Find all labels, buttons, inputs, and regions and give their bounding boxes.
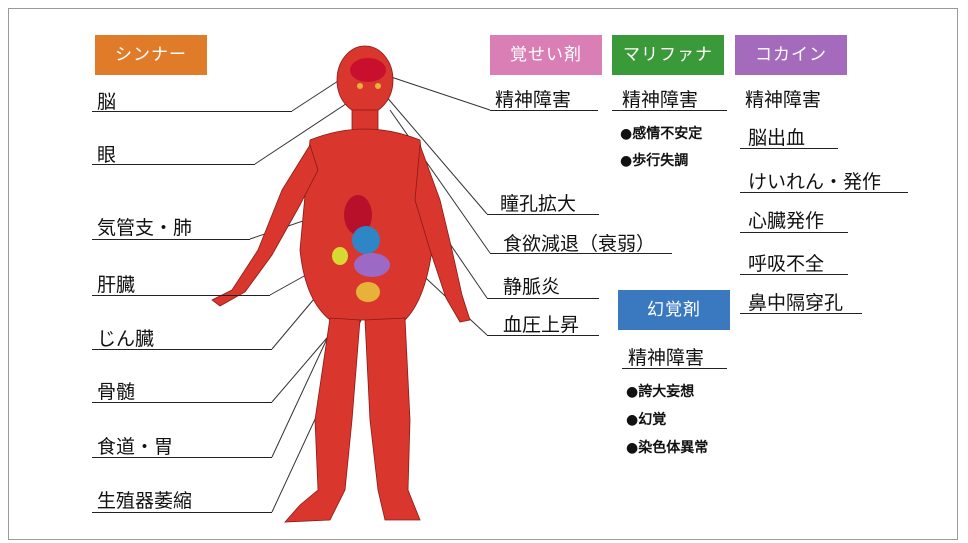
cocaine-effect-hemorrhage: 脳出血: [748, 127, 806, 149]
cocaine-effect-respiratory: 呼吸不全: [748, 253, 825, 275]
badge-cocaine: コカイン: [735, 35, 847, 75]
thinner-effect-liver: 肝臓: [97, 274, 136, 296]
marijuana-sub-emotion: ●感情不安定: [620, 126, 703, 142]
badge-hallucinogen: 幻覚剤: [618, 290, 730, 330]
cocaine-effect-septum: 鼻中隔穿孔: [748, 292, 844, 314]
marijuana-effect-mental: 精神障害: [622, 89, 699, 111]
thinner-effect-brain: 脳: [97, 91, 117, 113]
cocaine-effect-heart: 心臓発作: [748, 210, 825, 232]
thinner-effect-lung: 気管支・肺: [97, 217, 193, 239]
thinner-effect-kidney: じん臓: [97, 328, 155, 350]
badge-thinner: シンナー: [95, 35, 207, 75]
thinner-effect-stomach: 食道・胃: [97, 436, 174, 458]
stimulant-effect-bp: 血圧上昇: [503, 314, 580, 336]
diagram-frame: [8, 8, 958, 540]
lung-highlight: [344, 195, 372, 235]
badge-marijuana: マリファナ: [612, 35, 724, 75]
hallucinogen-effect-mental: 精神障害: [628, 347, 705, 369]
thinner-effect-genital: 生殖器萎縮: [97, 490, 193, 512]
intestine-highlight: [354, 253, 390, 277]
hallucinogen-sub-chromosome: ●染色体異常: [626, 440, 709, 456]
brain-highlight: [350, 58, 386, 82]
stimulant-effect-appetite: 食欲減退（衰弱）: [503, 233, 656, 255]
pelvis-highlight: [356, 282, 380, 302]
stimulant-effect-mental: 精神障害: [495, 89, 572, 111]
liver-highlight: [352, 226, 380, 254]
thinner-effect-marrow: 骨髄: [97, 381, 136, 403]
cocaine-effect-mental: 精神障害: [745, 89, 822, 111]
stimulant-effect-phlebitis: 静脈炎: [503, 276, 561, 298]
kidney-highlight: [332, 247, 348, 265]
hallucinogen-sub-grandiosity: ●誇大妄想: [626, 384, 695, 400]
hallucinogen-sub-hallucination: ●幻覚: [626, 412, 667, 428]
badge-stimulant: 覚せい剤: [490, 35, 602, 75]
human-figure: [211, 45, 471, 523]
cocaine-effect-seizure: けいれん・発作: [748, 171, 882, 193]
marijuana-sub-ataxia: ●歩行失調: [620, 153, 689, 169]
stimulant-effect-pupil: 瞳孔拡大: [500, 193, 577, 215]
thinner-effect-eye: 眼: [97, 144, 117, 166]
